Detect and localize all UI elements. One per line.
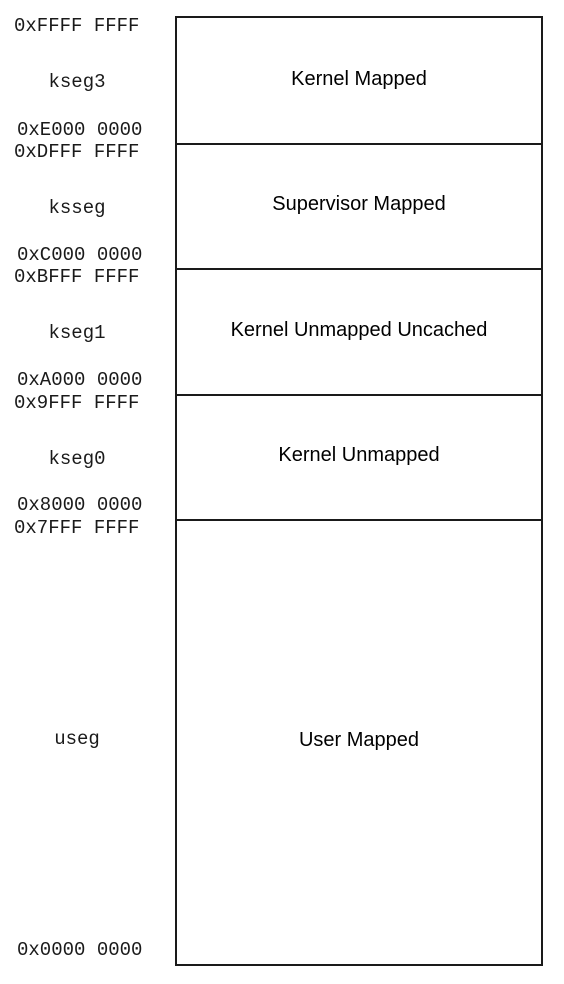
region-label: Kernel Unmapped Uncached	[230, 319, 488, 341]
region-kseg1: Kernel Unmapped Uncached	[177, 270, 541, 396]
address-label: 0xE000 0000	[17, 119, 143, 141]
segment-name: ksseg	[48, 197, 106, 219]
address-label: 0xBFFF FFFF	[14, 266, 140, 288]
address-label: 0x8000 0000	[17, 494, 143, 516]
address-label: 0x7FFF FFFF	[14, 517, 140, 539]
region-kseg0: Kernel Unmapped	[177, 396, 541, 521]
region-useg: User Mapped	[177, 521, 541, 964]
address-label: 0xC000 0000	[17, 244, 143, 266]
segment-name: kseg3	[48, 71, 106, 93]
region-ksseg: Supervisor Mapped	[177, 145, 541, 270]
address-label: 0x0000 0000	[17, 939, 143, 961]
region-kseg3: Kernel Mapped	[177, 18, 541, 145]
region-label: Kernel Unmapped	[278, 444, 440, 466]
address-label: 0xA000 0000	[17, 369, 143, 391]
segment-name: kseg1	[48, 322, 106, 344]
segment-name: useg	[54, 728, 100, 750]
address-label: 0xFFFF FFFF	[14, 15, 140, 37]
address-label: 0xDFFF FFFF	[14, 141, 140, 163]
region-label: User Mapped	[298, 729, 420, 751]
address-label: 0x9FFF FFFF	[14, 392, 140, 414]
segment-name: kseg0	[48, 448, 106, 470]
region-label: Supervisor Mapped	[272, 193, 446, 215]
memory-map-box: Kernel Mapped Supervisor Mapped Kernel U…	[175, 16, 543, 966]
region-label: Kernel Mapped	[291, 68, 427, 90]
